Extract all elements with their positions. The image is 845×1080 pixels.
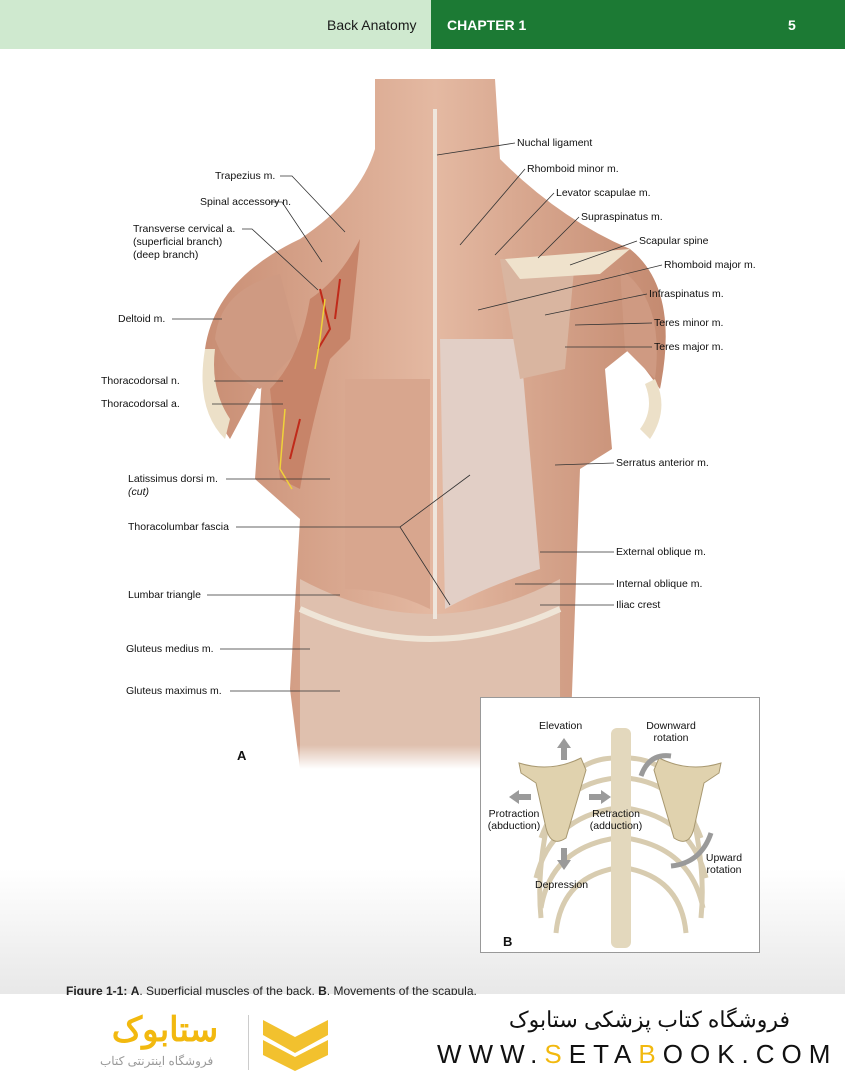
url-part: WWW.: [437, 1039, 545, 1069]
leader-lines: [172, 142, 663, 692]
label-iliac-crest: Iliac crest: [616, 599, 661, 611]
url-part: S: [544, 1039, 569, 1069]
chapter-label: CHAPTER 1: [447, 17, 527, 33]
label-serratus-anterior: Serratus anterior m.: [616, 457, 709, 469]
torso-drawing: [0, 79, 845, 769]
label-thoracodorsal-n: Thoracodorsal n.: [101, 375, 180, 387]
label-supraspinatus: Supraspinatus m.: [581, 211, 663, 223]
logo-text: ستابوک: [111, 1011, 219, 1049]
store-url: WWW.SETABOOK.COM: [437, 1039, 837, 1070]
header-right-band: CHAPTER 1 5: [431, 0, 845, 49]
label-teres-minor: Teres minor m.: [654, 317, 724, 329]
label-rhomboid-major: Rhomboid major m.: [664, 259, 756, 271]
panel-label-a: A: [237, 748, 247, 763]
publisher-footer: ستابوک فروشگاه اینترنتی کتاب فروشگاه کتا…: [0, 995, 845, 1080]
label-levator-scapulae: Levator scapulae m.: [556, 187, 651, 199]
label-internal-oblique: Internal oblique m.: [616, 578, 703, 590]
label-rhomboid-minor: Rhomboid minor m.: [527, 163, 619, 175]
caption-a-text: . Superficial muscles of the back.: [139, 984, 319, 998]
label-latissimus-dorsi: Latissimus dorsi m.: [128, 473, 218, 485]
figure-caption: Figure 1-1: A. Superficial muscles of th…: [66, 984, 477, 998]
caption-a: A: [130, 984, 140, 998]
label-teres-major: Teres major m.: [654, 341, 724, 353]
spine: [611, 728, 631, 948]
label-transverse-cervical: Transverse cervical a.: [133, 223, 236, 235]
caption-b-text: . Movements of the scapula.: [326, 984, 477, 998]
label-thoracodorsal-a: Thoracodorsal a.: [101, 398, 180, 410]
label-infraspinatus: Infraspinatus m.: [649, 288, 724, 300]
label-elevation: Elevation: [539, 720, 583, 732]
label-deltoid: Deltoid m.: [118, 313, 166, 325]
label-superficial-branch: (superficial branch): [133, 236, 223, 248]
header-left-band: Back Anatomy: [0, 0, 431, 49]
label-nuchal-ligament: Nuchal ligament: [517, 137, 593, 149]
page-number: 5: [788, 17, 796, 33]
label-scapular-spine: Scapular spine: [639, 235, 709, 247]
url-part: ETA: [568, 1039, 639, 1069]
label-retraction: Retraction (adduction): [589, 808, 643, 832]
caption-prefix: Figure 1-1:: [66, 984, 128, 998]
label-depression: Depression: [535, 879, 589, 891]
label-trapezius: Trapezius m.: [215, 170, 276, 182]
label-protraction: Protraction (abduction): [487, 808, 541, 832]
running-title: Back Anatomy: [327, 17, 417, 33]
label-gluteus-medius: Gluteus medius m.: [126, 643, 214, 655]
panel-label-b: B: [503, 934, 513, 949]
store-name: فروشگاه کتاب پزشکی ستابوک: [508, 1007, 790, 1032]
url-part: B: [638, 1039, 663, 1069]
label-downward-rotation: Downward rotation: [646, 720, 696, 744]
logo-divider: [248, 1015, 249, 1070]
label-upward-rotation: Upward rotation: [705, 852, 743, 876]
label-external-oblique: External oblique m.: [616, 546, 706, 558]
logo-subtitle: فروشگاه اینترنتی کتاب: [100, 1054, 214, 1068]
setabook-logo: ستابوک فروشگاه اینترنتی کتاب: [70, 1010, 340, 1075]
figure-b-panel: Elevation Downward rotation Protraction …: [480, 697, 760, 953]
scapula-movement-illustration: [509, 728, 722, 948]
caption-b: B: [318, 984, 327, 998]
logo-chevron-icon: [263, 1020, 328, 1071]
url-part: OOK.COM: [662, 1039, 838, 1069]
label-lumbar-triangle: Lumbar triangle: [128, 589, 201, 601]
label-cut: (cut): [128, 486, 149, 498]
label-deep-branch: (deep branch): [133, 249, 199, 261]
label-thoracolumbar-fascia: Thoracolumbar fascia: [128, 521, 229, 533]
label-gluteus-maximus: Gluteus maximus m.: [126, 685, 222, 697]
label-spinal-accessory: Spinal accessory n.: [200, 196, 292, 208]
